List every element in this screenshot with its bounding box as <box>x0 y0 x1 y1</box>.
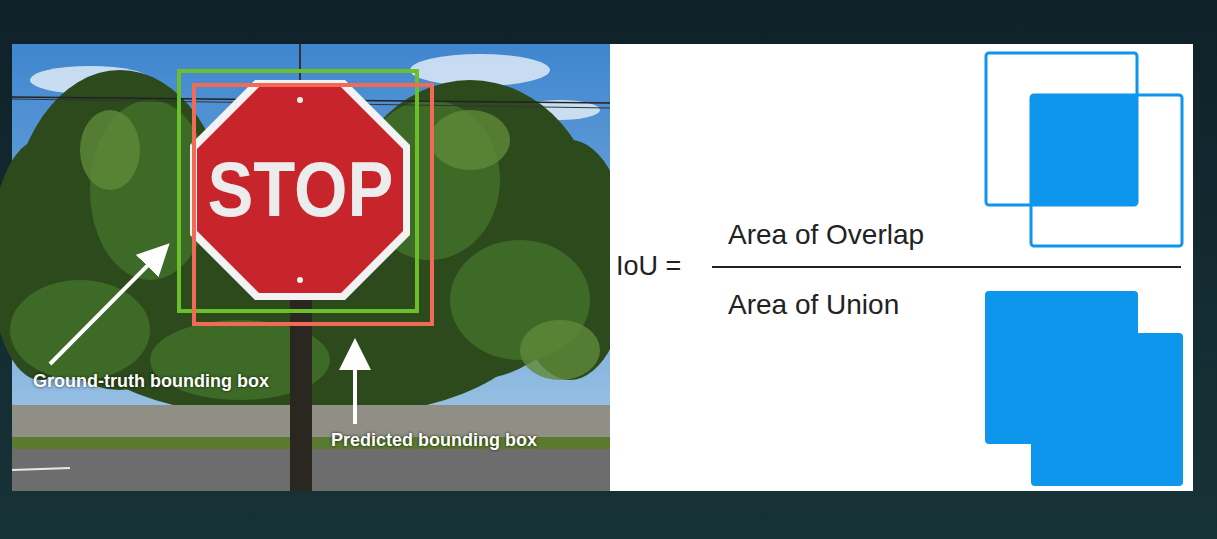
callout-label: Predicted bounding box <box>331 430 537 451</box>
predicted-box <box>194 85 432 324</box>
formula-text: IoU = <box>616 251 681 282</box>
leader-arrow <box>353 346 357 424</box>
ground-truth-box <box>179 71 417 311</box>
denominator-text: Area of Union <box>728 289 899 321</box>
sign-text: STOP <box>207 145 393 235</box>
leader-arrow <box>50 249 164 364</box>
photo <box>0 44 630 491</box>
union-icon <box>985 291 1183 486</box>
callout-label: Ground-truth bounding box <box>33 371 269 392</box>
numerator-text: Area of Overlap <box>728 219 924 251</box>
fraction-bar <box>712 266 1181 268</box>
formula-panel <box>610 44 1193 491</box>
overlap-icon <box>986 53 1182 246</box>
